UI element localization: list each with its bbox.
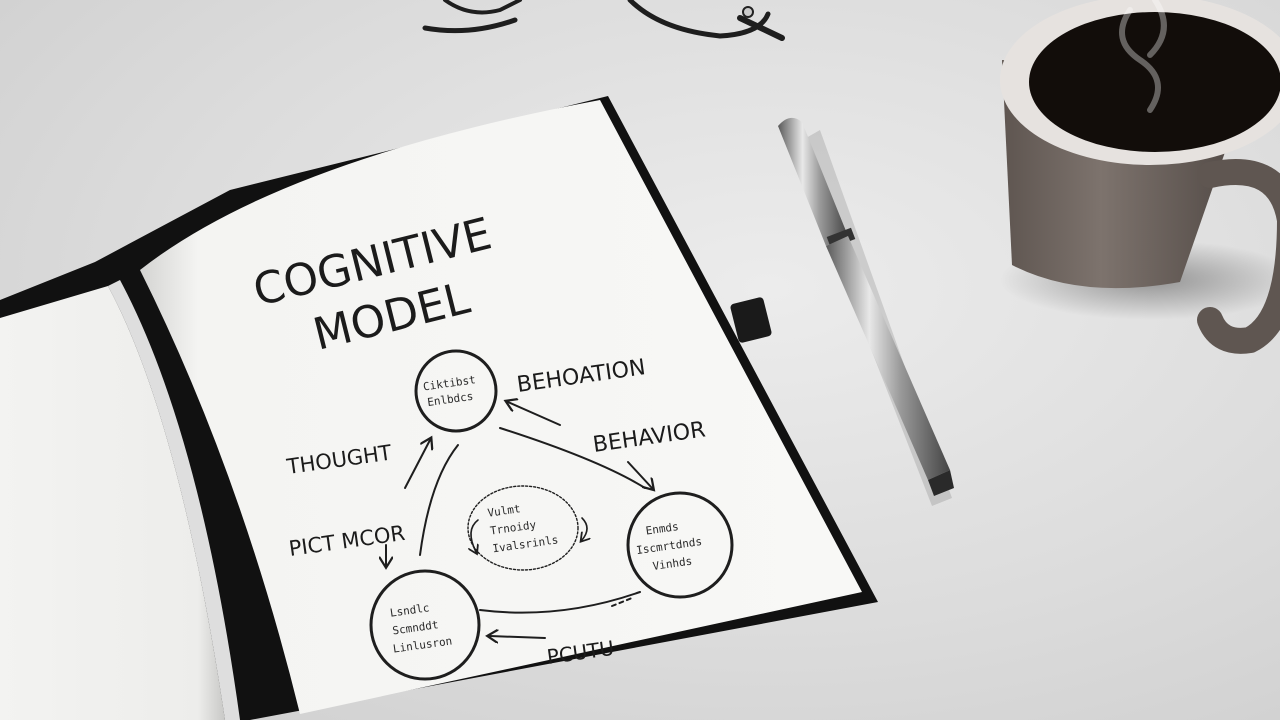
cup-handle: [1197, 159, 1280, 354]
notebook-right-page: [140, 100, 862, 714]
notebook-left-page: [0, 286, 225, 720]
page-edge: [108, 280, 240, 720]
arrow-thought: [404, 440, 430, 489]
notebook-band-tab: [730, 297, 772, 343]
glasses-lens-left: [443, 0, 522, 15]
node-center-text-line: Trnoidy: [489, 518, 537, 537]
pen-tip: [928, 470, 954, 496]
dash-bottom-right: [611, 597, 633, 607]
connector-bottom: [479, 591, 641, 614]
arrow-center-right: [582, 517, 587, 540]
notebook: [0, 96, 878, 720]
pen: [778, 117, 954, 506]
node-center: [467, 485, 579, 571]
steam: [1119, 0, 1167, 113]
node-bottom-left-text-line: Lsndlc: [389, 601, 430, 619]
pen-cap: [778, 117, 848, 246]
node-top-text: Ciktibst Enlbdcs: [422, 373, 476, 409]
glasses-nosepad: [742, 6, 754, 18]
node-bottom-left: [369, 569, 481, 681]
glasses: [422, 0, 785, 41]
node-right: [626, 491, 734, 599]
arrow-to-top: [508, 402, 561, 426]
node-top-text-line: Enlbdcs: [426, 390, 474, 409]
node-right-text-line: Enmds: [645, 520, 680, 537]
glasses-temple-left: [422, 17, 518, 34]
connector-top-right: [499, 427, 646, 489]
node-top: [414, 349, 498, 433]
arrow-to-right: [627, 461, 652, 488]
coffee-surface: [1029, 12, 1280, 152]
arrow-bottom: [490, 636, 546, 638]
node-center-text-line: Vulmt: [487, 502, 522, 519]
glasses-temple-right: [737, 15, 785, 41]
arrow-center-left: [471, 519, 478, 552]
connector-left: [419, 444, 459, 556]
node-right-text-line: Vinhds: [652, 555, 693, 573]
pen-barrel: [826, 236, 950, 480]
node-bottom-left-text-line: Scmnddt: [392, 618, 440, 637]
glasses-lens-right: [627, 0, 771, 39]
coffee-cup: [1000, 0, 1280, 354]
